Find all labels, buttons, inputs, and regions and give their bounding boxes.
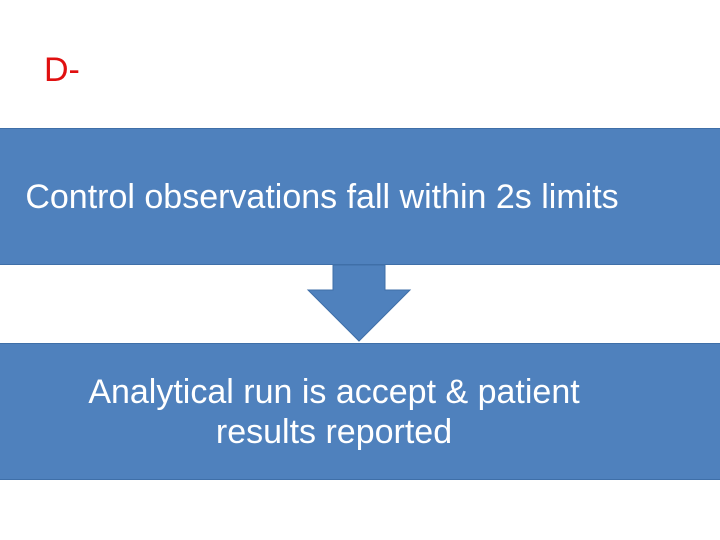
flow-box-text: Control observations fall within 2s limi… xyxy=(25,177,619,216)
flow-box-text: Analytical run is accept & patient resul… xyxy=(88,372,580,451)
slide-label: D- xyxy=(44,51,80,89)
flow-box-run-accepted: Analytical run is accept & patient resul… xyxy=(0,343,720,480)
flow-box-control-observations: Control observations fall within 2s limi… xyxy=(0,128,720,265)
